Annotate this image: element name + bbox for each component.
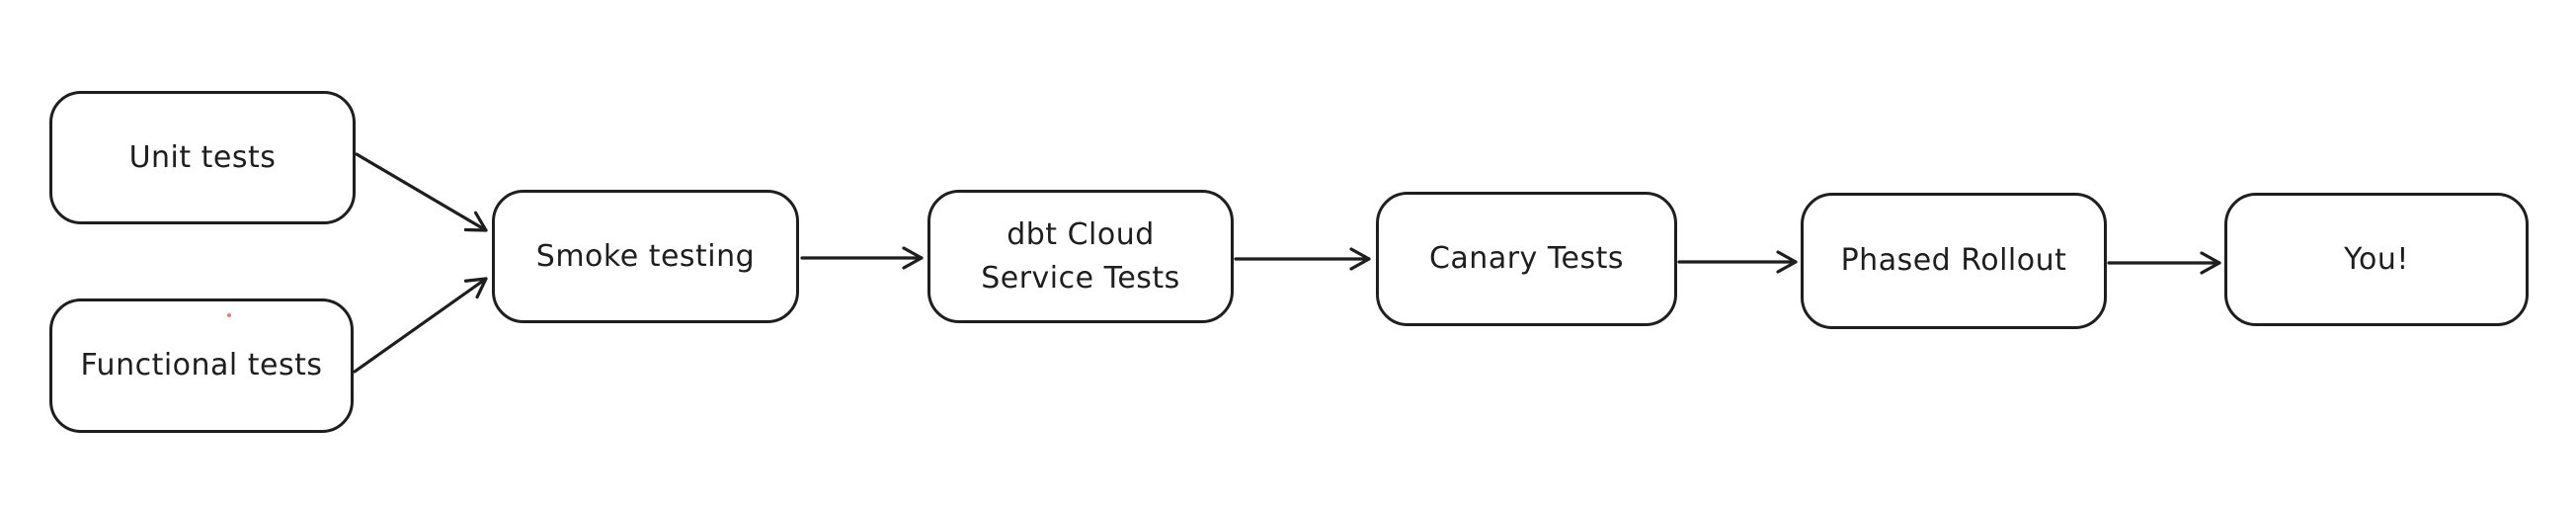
node-unit-tests-label: Unit tests <box>128 139 277 175</box>
red-dot-artifact <box>227 313 231 317</box>
node-you: You! <box>2224 193 2529 326</box>
node-functional-tests: Functional tests <box>49 298 354 433</box>
arrow-unit-to-smoke <box>355 152 488 232</box>
node-dbt-cloud-service-tests-label: dbt Cloud Service Tests <box>981 217 1180 296</box>
node-you-label: You! <box>2344 241 2409 277</box>
node-dbt-cloud-service-tests: dbt Cloud Service Tests <box>927 190 1234 323</box>
node-phased-rollout: Phased Rollout <box>1801 193 2107 329</box>
node-canary-tests-label: Canary Tests <box>1428 241 1625 277</box>
node-smoke-testing-label: Smoke testing <box>535 238 756 274</box>
node-smoke-testing: Smoke testing <box>492 190 799 323</box>
node-phased-rollout-label: Phased Rollout <box>1840 243 2067 279</box>
arrow-functional-to-smoke <box>353 277 488 374</box>
node-functional-tests-label: Functional tests <box>80 348 323 383</box>
node-canary-tests: Canary Tests <box>1376 192 1677 326</box>
node-unit-tests: Unit tests <box>49 91 356 224</box>
